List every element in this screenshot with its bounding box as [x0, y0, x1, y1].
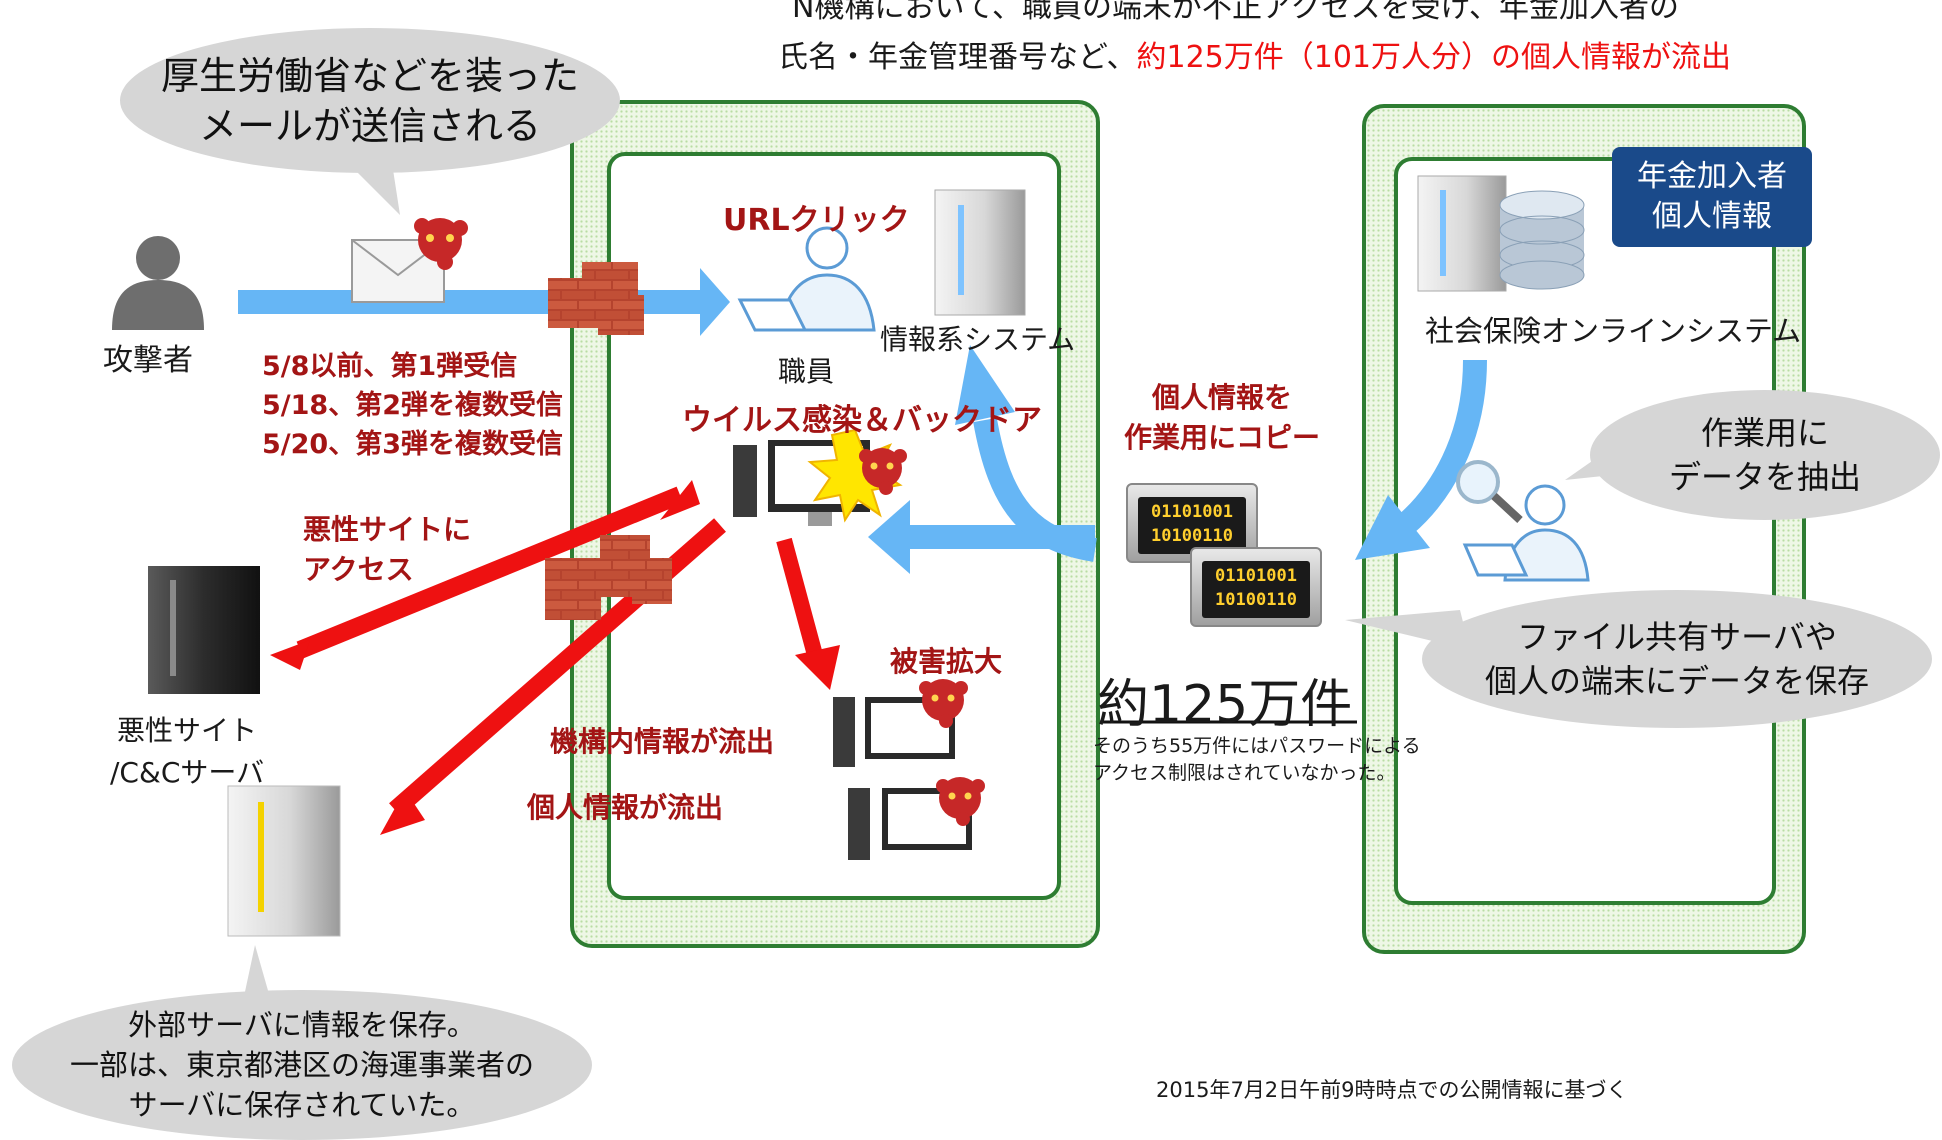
- extract-flow-arrow: [1355, 359, 1487, 560]
- header-line2: 氏名・年金管理番号など、約125万件（101万人分）の個人情報が流出: [778, 32, 1731, 76]
- info-system-server-icon: [934, 189, 1026, 316]
- header-line2-prefix: 氏名・年金管理番号など、: [778, 40, 1137, 75]
- copy-personal-line1: 個人情報を: [1152, 381, 1293, 414]
- malicious-site-line1: 悪性サイト: [117, 714, 258, 747]
- personal-leak-label: 個人情報が流出: [527, 791, 724, 824]
- malicious-access-label: 悪性サイトに アクセス: [303, 510, 471, 590]
- info-system-arrow: [955, 345, 1098, 562]
- save-bubble-line2: 個人の端末にデータを保存: [1484, 662, 1869, 700]
- external-server-icon: [227, 785, 341, 937]
- count-note-line2: アクセス制限はされていなかった。: [1093, 762, 1396, 784]
- internal-leak-label: 機構内情報が流出: [550, 725, 775, 758]
- malicious-access-line2: アクセス: [303, 553, 414, 586]
- timeline-1: 5/8以前、第1弾受信: [262, 351, 518, 382]
- social-insurance-inner-zone: [1394, 157, 1776, 905]
- binary-chip-2-line2: 10100110: [1215, 590, 1297, 610]
- save-bubble-line1: ファイル共有サーバや: [1517, 618, 1837, 656]
- binary-chip-1-line2: 10100110: [1151, 526, 1233, 546]
- pension-badge: 年金加入者個人情報: [1612, 147, 1812, 247]
- external-bubble: 外部サーバに情報を保存。一部は、東京都港区の海運事業者のサーバに保存されていた。: [12, 990, 592, 1140]
- malicious-server-icon: [148, 566, 260, 694]
- binary-chip-2-line1: 01101001: [1215, 566, 1297, 586]
- extract-bubble: 作業用にデータを抽出: [1590, 390, 1940, 520]
- footnote: 2015年7月2日午前9時時点での公開情報に基づく: [1156, 1078, 1628, 1102]
- virus-icon: [414, 218, 468, 270]
- firewall-icon-2: [545, 535, 672, 620]
- url-click-label: URLクリック: [723, 203, 910, 238]
- magnifier-icon: [1456, 460, 1523, 523]
- social-system-label: 社会保険オンラインシステム: [1425, 314, 1802, 348]
- copy-personal-line2: 作業用にコピー: [1124, 421, 1321, 454]
- pension-badge-line2: 個人情報: [1652, 199, 1772, 234]
- external-bubble-line1: 外部サーバに情報を保存。: [128, 1008, 476, 1042]
- binary-chip-2: 01101001 10100110: [1190, 547, 1322, 627]
- count-note-line1: そのうち55万件にはパスワードによる: [1093, 735, 1421, 757]
- phishing-bubble-line1: 厚生労働省などを装った: [160, 53, 579, 98]
- firewall-icon: [548, 262, 644, 335]
- header-line1: N機構において、職員の端末が不正アクセスを受け、年金加入者の: [792, 0, 1680, 25]
- social-server-icon: [1417, 175, 1507, 292]
- virus-icon-2: [859, 448, 907, 495]
- attacker-label: 攻撃者: [103, 343, 193, 378]
- timeline-2: 5/18、第2弾を複数受信: [262, 390, 564, 421]
- info-system-label: 情報系システム: [880, 323, 1076, 356]
- malicious-site-line2: /C&Cサーバ: [110, 756, 265, 789]
- employee-label: 職員: [778, 355, 835, 388]
- external-bubble-line3: サーバに保存されていた。: [128, 1088, 476, 1122]
- virus-icon-4: [936, 777, 985, 826]
- attacker-icon: [112, 236, 204, 330]
- count-note: そのうち55万件にはパスワードによる アクセス制限はされていなかった。: [1093, 733, 1421, 787]
- virus-label: ウイルス感染＆バックドア: [682, 403, 1042, 438]
- save-bubble: ファイル共有サーバや個人の端末にデータを保存: [1422, 590, 1932, 728]
- database-icon: [1499, 190, 1585, 290]
- employee-icon: [737, 226, 876, 332]
- phishing-bubble-line2: メールが送信される: [198, 103, 541, 148]
- damage-spread-label: 被害拡大: [890, 645, 1003, 678]
- extract-bubble-line1: 作業用に: [1700, 414, 1829, 452]
- phishing-bubble: 厚生労働省などを装ったメールが送信される: [120, 28, 620, 173]
- email-flow-arrow: [238, 268, 730, 336]
- binary-chip-1-line1: 01101001: [1151, 502, 1233, 522]
- malicious-access-arrow: [270, 480, 700, 670]
- count-label: 約125万件: [1097, 675, 1353, 735]
- malicious-access-line1: 悪性サイトに: [303, 513, 472, 546]
- malicious-site-label: 悪性サイト /C&Cサーバ: [110, 710, 264, 794]
- header-highlight: 約125万件（101万人分）の個人情報が流出: [1136, 40, 1732, 75]
- pension-badge-line1: 年金加入者: [1637, 159, 1787, 194]
- copy-personal-label: 個人情報を 作業用にコピー: [1124, 378, 1320, 458]
- external-bubble-line2: 一部は、東京都港区の海運事業者の: [69, 1048, 534, 1082]
- timeline-3: 5/20、第3弾を複数受信: [262, 429, 564, 460]
- worker-icon: [1462, 484, 1590, 582]
- virus-icon-3: [919, 679, 968, 728]
- extract-bubble-line2: データを抽出: [1668, 458, 1861, 496]
